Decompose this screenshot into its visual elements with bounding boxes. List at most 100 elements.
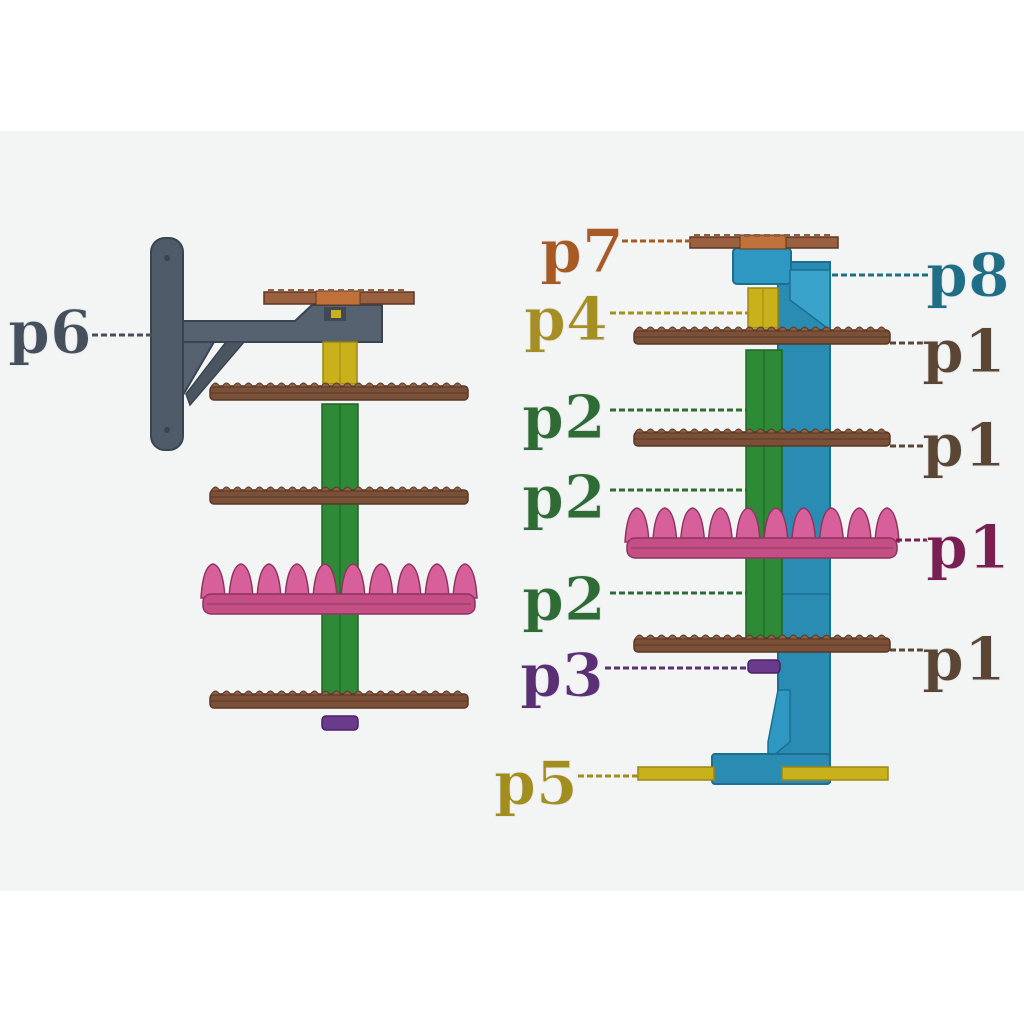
pink-tooth [707, 507, 734, 543]
gear-tooth [276, 486, 287, 492]
top-tooth [714, 234, 720, 237]
gear-tooth [331, 382, 342, 388]
gear-tooth [364, 486, 375, 492]
gear-tooth [265, 486, 276, 492]
gear-tooth [876, 428, 887, 434]
top-tooth [288, 289, 294, 292]
gear-tooth [386, 486, 397, 492]
label-p1-a: p1 [922, 317, 1006, 387]
top-tooth [814, 234, 820, 237]
right-gear-1 [633, 326, 891, 345]
right-top-gear [689, 234, 839, 250]
gear-tooth [678, 428, 689, 434]
gear-tooth [656, 634, 667, 640]
right-bottom-nut [747, 659, 781, 674]
gear-tooth [645, 428, 656, 434]
gear-tooth [689, 634, 700, 640]
gear-tooth [854, 634, 865, 640]
gear-tooth [419, 382, 430, 388]
label-p2-b: p2 [522, 463, 606, 533]
gear-tooth [386, 382, 397, 388]
gear-tooth [678, 326, 689, 332]
gear-tooth [397, 486, 408, 492]
top-tooth [794, 234, 800, 237]
gear-tooth [711, 634, 722, 640]
label-p6: p6 [8, 298, 92, 368]
base-plate-right [781, 766, 889, 781]
top-tooth [298, 289, 304, 292]
gear-tooth [843, 428, 854, 434]
label-p7: p7 [540, 217, 624, 287]
gear-tooth [678, 634, 689, 640]
top-tooth [308, 289, 314, 292]
gear-tooth [331, 486, 342, 492]
gear-tooth [755, 326, 766, 332]
gear-tooth [700, 634, 711, 640]
top-tooth [764, 234, 770, 237]
top-tooth [358, 289, 364, 292]
gear-tooth [408, 690, 419, 696]
gear-tooth [744, 634, 755, 640]
top-tooth [754, 234, 760, 237]
gear-tooth [419, 486, 430, 492]
gear-tooth [232, 382, 243, 388]
gear-tooth [243, 382, 254, 388]
top-tooth [784, 234, 790, 237]
pink-tooth [624, 507, 650, 543]
gear-tooth [298, 690, 309, 696]
gear-tooth [353, 486, 364, 492]
gear-tooth [210, 382, 221, 388]
top-tooth [824, 234, 830, 237]
top-tooth [694, 234, 700, 237]
left-gear-3 [209, 690, 469, 709]
gear-tooth [832, 326, 843, 332]
pink-tooth [228, 563, 254, 599]
top-tooth [268, 289, 274, 292]
gear-tooth [320, 690, 331, 696]
gear-tooth [700, 428, 711, 434]
gear-tooth [689, 428, 700, 434]
gear-tooth [298, 486, 309, 492]
gear-tooth [799, 634, 810, 640]
gear-tooth [353, 382, 364, 388]
gear-tooth [667, 326, 678, 332]
gear-tooth [342, 486, 353, 492]
gear-tooth [667, 428, 678, 434]
top-tooth [704, 234, 710, 237]
label-p2-c: p2 [522, 565, 606, 635]
top-tooth [774, 234, 780, 237]
gear-tooth [331, 690, 342, 696]
gear-tooth [232, 690, 243, 696]
gear-tooth [821, 634, 832, 640]
gear-tooth [744, 326, 755, 332]
gear-tooth [408, 382, 419, 388]
top-tooth [804, 234, 810, 237]
left-pink-gear [200, 563, 478, 615]
gear-tooth [287, 486, 298, 492]
pink-tooth [424, 563, 450, 599]
gear-tooth [634, 634, 645, 640]
gear-tooth [656, 428, 667, 434]
gear-tooth [309, 690, 320, 696]
gear-tooth [243, 690, 254, 696]
gear-tooth [634, 428, 645, 434]
pink-tooth [651, 507, 678, 543]
gear-tooth [865, 326, 876, 332]
left-gear-2 [209, 486, 469, 505]
gear-tooth [287, 690, 298, 696]
top-gear-teeth [694, 234, 830, 237]
gear-tooth [711, 428, 722, 434]
pink-tooth [763, 507, 789, 543]
label-p1-d: p1 [922, 625, 1006, 695]
gear-tooth [397, 382, 408, 388]
right-gear-3 [633, 634, 891, 653]
label-p1-b: p1 [922, 411, 1006, 481]
gear-tooth [408, 486, 419, 492]
gear-tooth [799, 326, 810, 332]
top-tooth [744, 234, 750, 237]
label-p3: p3 [520, 641, 604, 711]
pink-tooth [312, 563, 338, 599]
top-tooth [338, 289, 344, 292]
gear-tooth [777, 634, 788, 640]
